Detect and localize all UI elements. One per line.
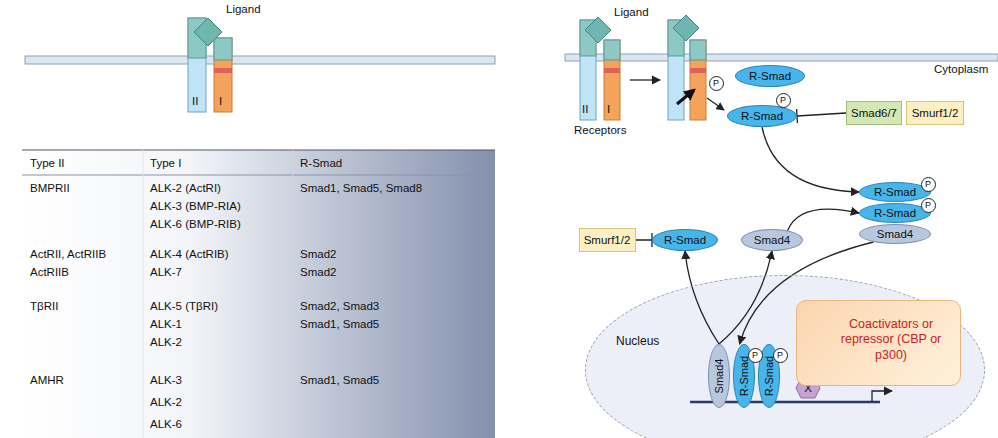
part-label: II (192, 95, 198, 107)
smad4-protein: Smad4 (741, 229, 803, 251)
table-cell: ALK-7 (150, 266, 182, 278)
receptor-pair (580, 17, 620, 120)
receptor-pair (188, 18, 232, 112)
inhibitor-box: Smurf1/2 (579, 228, 636, 252)
phosphate-mark: P (921, 198, 936, 213)
part-label: I (219, 95, 222, 107)
r-smad-protein: R-Smad (727, 105, 797, 127)
table-cell: ALK-4 (ActRIB) (150, 248, 229, 260)
nucleus-ground (585, 275, 985, 438)
arrow-connector (719, 251, 772, 344)
node-text: Smurf1/2 (912, 107, 959, 119)
smad4-protein: Smad4 (859, 224, 931, 244)
part-label: Receptors (574, 124, 626, 136)
node-text: Coactivators or repressor (CBP or p300) (832, 316, 950, 363)
node-text: R-Smad (749, 70, 791, 82)
table-cell: ALK-6 (150, 418, 182, 430)
coactivator-box: Coactivators or repressor (CBP or p300) (796, 300, 961, 386)
table-cell: ActRII, ActRIIB (30, 248, 106, 260)
membrane (565, 54, 998, 61)
table-header: Type I (150, 157, 181, 169)
inhibition-connector (636, 233, 653, 247)
activation-arrow (630, 79, 660, 80)
table-cell: ALK-2 (ActRI) (150, 182, 221, 194)
part-label: Ligand (614, 6, 649, 18)
node-text: Smad6/7 (851, 107, 897, 119)
table-cell: ALK-5 (TβRI) (150, 300, 218, 312)
table-cell: BMPRII (30, 182, 70, 194)
arrow-connector (788, 209, 860, 231)
inhibitor-box: Smurf1/2 (906, 101, 964, 125)
table-cell: TβRII (30, 300, 58, 312)
table-cell: Smad2 (300, 266, 336, 278)
node-text: R-Smad (741, 110, 783, 122)
r-smad-protein: R-Smad (652, 229, 718, 251)
table-ground (22, 150, 495, 438)
inhibition-connector (797, 109, 846, 123)
membrane (25, 56, 495, 64)
table-cell: ALK-6 (BMP-RIB) (150, 218, 241, 230)
arrow-connector (685, 251, 719, 344)
table-cell: Smad2, Smad3 (300, 300, 379, 312)
node-text: Smad4 (754, 234, 790, 246)
node-text: R-Smad (874, 186, 916, 198)
smad4-protein: Smad4 (708, 344, 730, 408)
table-cell: ALK-2 (150, 396, 182, 408)
node-text: Nucleus (616, 334, 659, 348)
part-label: I (607, 103, 610, 115)
node-text: Smad4 (877, 228, 913, 240)
node-text: R-Smad (763, 356, 775, 396)
phosphate-mark: P (776, 93, 791, 108)
arrow-connector (762, 127, 859, 192)
phosphate-mark: P (748, 348, 763, 363)
table-cell: Smad1, Smad5, Smad8 (300, 182, 422, 194)
node-text: Smad4 (713, 359, 725, 394)
table-cell: ALK-2 (150, 336, 182, 348)
r-smad-protein: R-Smad (735, 65, 805, 87)
table-cell: ActRIIB (30, 266, 69, 278)
node-text: Smurf1/2 (584, 234, 631, 246)
node-text: R-Smad (664, 234, 706, 246)
table-cell: ALK-1 (150, 318, 182, 330)
phosphate-mark: P (709, 76, 724, 91)
table-cell: AMHR (30, 374, 64, 386)
phosphate-mark: P (773, 348, 788, 363)
receptor-complex (668, 15, 724, 120)
part-label: Cytoplasm (934, 63, 988, 75)
table-cell: ALK-3 (150, 374, 182, 386)
table-header: Type II (30, 157, 65, 169)
table-cell: Smad1, Smad5 (300, 374, 379, 386)
node-text: R-Smad (874, 207, 916, 219)
part-label: Ligand (226, 3, 261, 15)
node-text: R-Smad (738, 356, 750, 396)
phosphate-mark: P (921, 177, 936, 192)
table-cell: Smad1, Smad5 (300, 318, 379, 330)
part-label: II (582, 103, 588, 115)
table-cell: ALK-3 (BMP-RIA) (150, 200, 241, 212)
table-header: R-Smad (300, 157, 342, 169)
inhibitor-box: Smad6/7 (846, 101, 902, 125)
table-cell: Smad2 (300, 248, 336, 260)
